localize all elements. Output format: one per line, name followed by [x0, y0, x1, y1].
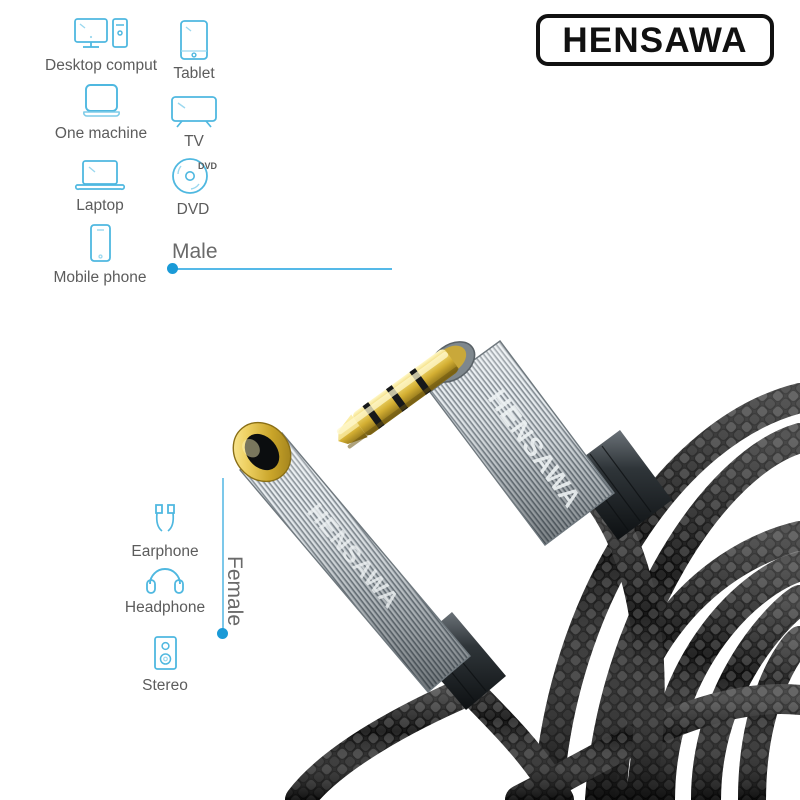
- compat-label-earphone: Earphone: [131, 543, 199, 560]
- compat-item-desktop-computer: Desktop comput: [26, 16, 176, 75]
- earbuds-icon: [155, 504, 175, 532]
- callout-male-dot: [167, 263, 178, 274]
- male-gold-plug-pin: [336, 349, 459, 449]
- female-gold-socket: [232, 421, 292, 483]
- all-in-one-computer-icon: [83, 84, 120, 117]
- compat-item-mobile-phone: Mobile phone: [38, 222, 162, 287]
- compat-label-tv: TV: [184, 133, 204, 150]
- brand-logo: HENSAWA: [536, 14, 774, 66]
- desktop-computer-icon: [74, 18, 128, 48]
- compat-item-stereo: Stereo: [132, 634, 198, 695]
- headphones-icon: [146, 568, 184, 594]
- compat-label-mobile-phone: Mobile phone: [53, 269, 147, 286]
- compat-item-one-machine: One machine: [42, 82, 160, 143]
- compat-label-laptop: Laptop: [76, 197, 124, 214]
- compat-item-laptop: Laptop: [56, 158, 144, 215]
- callout-male-label: Male: [172, 240, 218, 263]
- callout-female-leader-line: [222, 478, 224, 633]
- compat-label-one-machine: One machine: [54, 125, 148, 142]
- compat-label-headphone: Headphone: [124, 599, 206, 616]
- brand-logo-text: HENSAWA: [562, 20, 748, 60]
- speaker-icon: [154, 636, 177, 670]
- compat-label-desktop-computer: Desktop comput: [45, 57, 157, 74]
- compat-label-stereo: Stereo: [142, 677, 188, 694]
- laptop-icon: [74, 160, 126, 191]
- dvd-disc-icon: DVD: [172, 158, 218, 194]
- tv-icon: [171, 96, 217, 128]
- callout-male-leader-line: [177, 268, 392, 270]
- callout-female-dot: [217, 628, 228, 639]
- compat-label-dvd: DVD: [176, 201, 210, 218]
- compat-item-headphone: Headphone: [110, 562, 220, 617]
- callout-female-label: Female: [223, 556, 246, 627]
- compat-label-tablet: Tablet: [173, 65, 215, 82]
- compat-item-dvd: DVD DVD: [160, 156, 226, 219]
- dvd-disc-icon-text: DVD: [198, 161, 218, 171]
- compat-item-tablet: Tablet: [152, 18, 236, 83]
- compat-item-tv: TV: [158, 94, 230, 151]
- compat-item-earphone: Earphone: [122, 500, 208, 561]
- tablet-icon: [180, 20, 208, 60]
- mobile-phone-icon: [90, 224, 111, 262]
